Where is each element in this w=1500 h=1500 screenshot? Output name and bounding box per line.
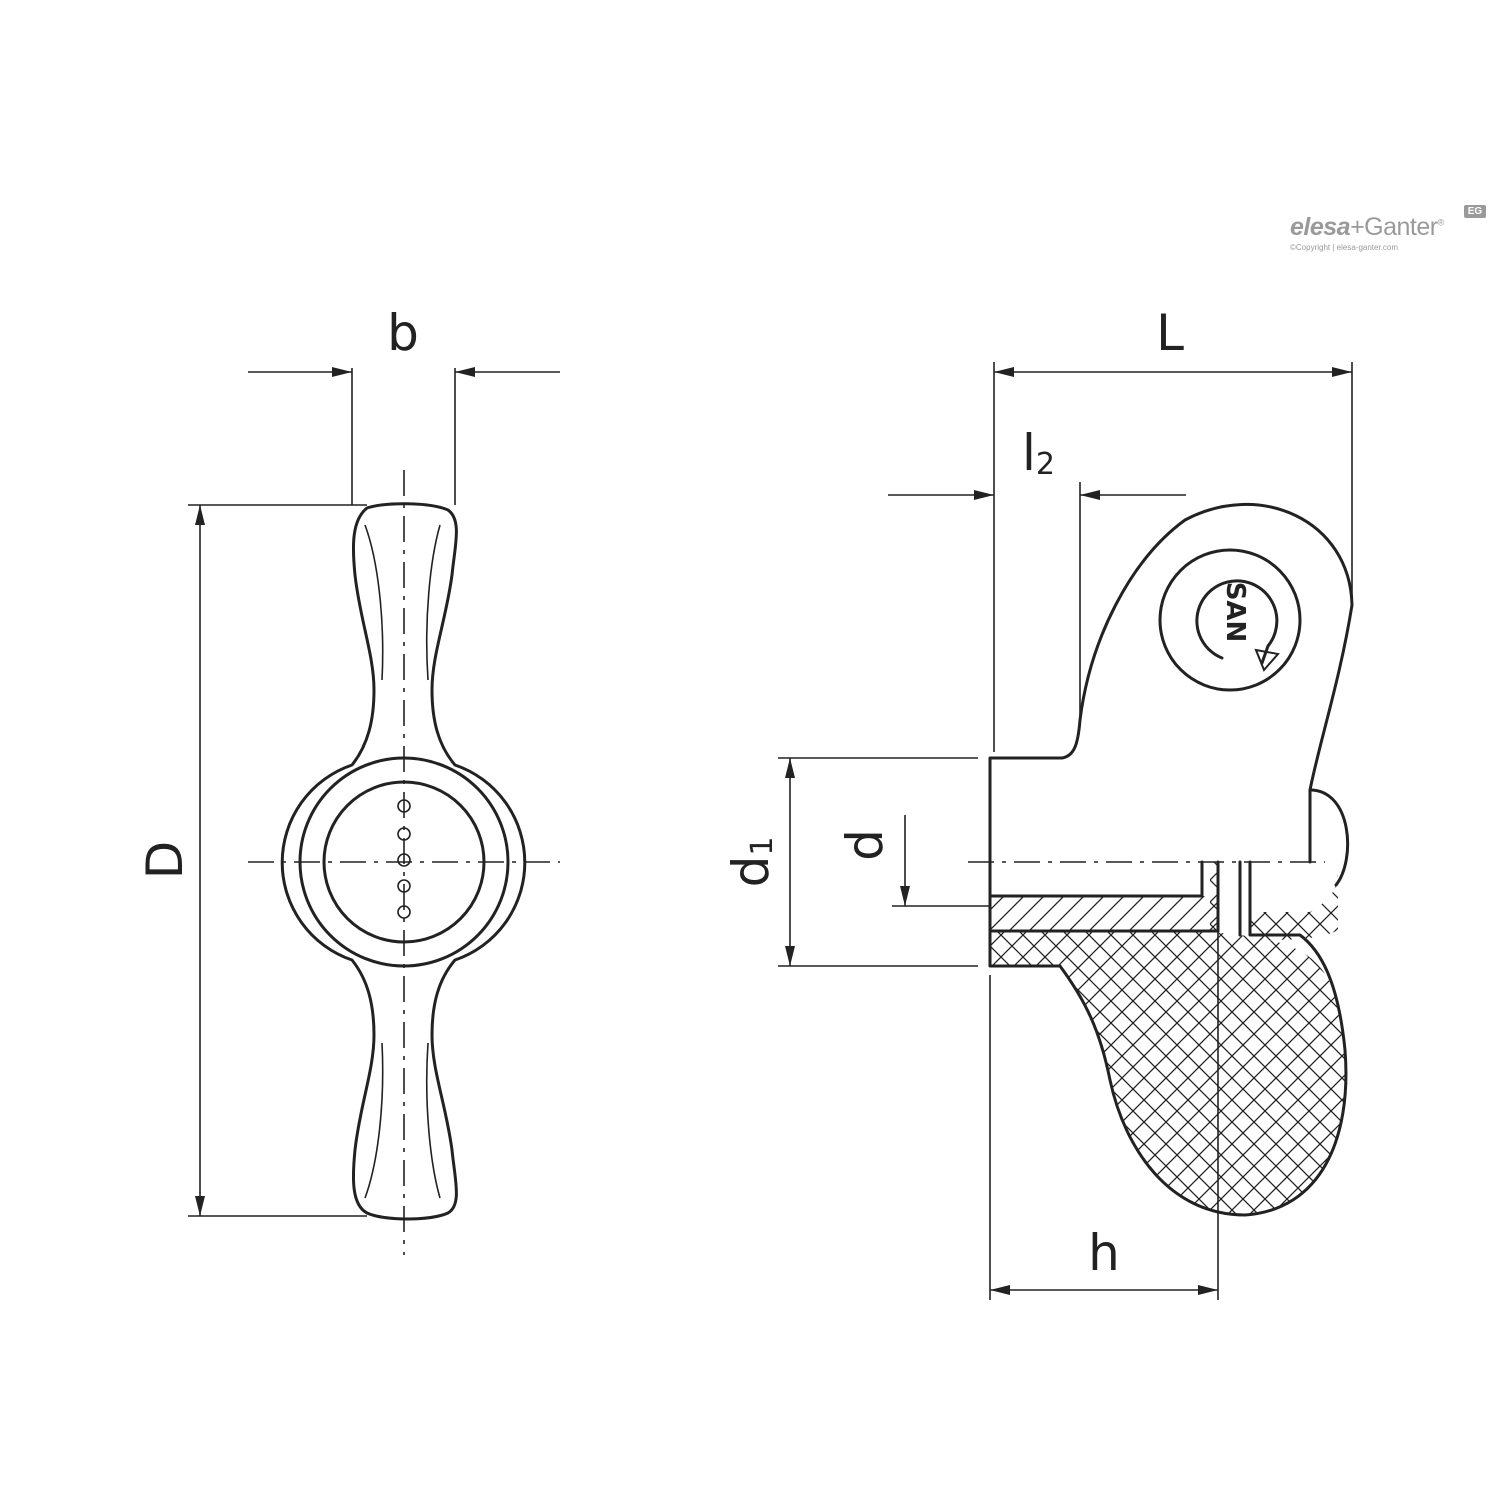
rotation-arrow xyxy=(1195,579,1279,665)
dimension-d1: d1 xyxy=(722,757,978,967)
dimension-D: D xyxy=(136,504,367,1217)
brand-ganter: +Ganter xyxy=(1350,213,1438,241)
front-wing-shading xyxy=(364,524,441,1199)
lower-wing-section xyxy=(990,862,1346,1215)
dimension-d-label: d xyxy=(836,829,894,861)
dimension-h: h xyxy=(989,975,1218,1300)
brand-logo: elesa+Ganter® EG ©Copyright | elesa-gant… xyxy=(1290,205,1500,265)
dimension-b-label: b xyxy=(387,304,419,362)
side-view: SAN L l2 xyxy=(722,304,1354,1300)
right-lobe-section xyxy=(1250,870,1338,940)
brand-elesa: elesa xyxy=(1290,213,1351,241)
dimension-L-label: L xyxy=(1156,304,1184,362)
dimension-l2: l2 xyxy=(888,424,1186,720)
material-marking-text: SAN xyxy=(1220,582,1250,643)
front-view-outline xyxy=(280,502,527,1221)
rotation-arrow-head xyxy=(1254,648,1280,672)
side-view-lower-outline xyxy=(988,860,1348,1217)
material-marking-circle xyxy=(1158,548,1302,692)
dimension-h-label: h xyxy=(1088,1224,1120,1282)
dimension-L: L xyxy=(993,304,1353,752)
thread-insert-section xyxy=(990,896,1218,931)
dimension-d1-label: d1 xyxy=(722,837,780,888)
dimension-l2-label: l2 xyxy=(1022,424,1055,482)
side-view-right-lobe xyxy=(1308,788,1350,887)
brand-badge: EG xyxy=(1464,205,1486,218)
brand-name: elesa+Ganter® xyxy=(1290,213,1444,242)
dimension-b: b xyxy=(248,304,560,505)
brand-copyright: ©Copyright | elesa-ganter.com xyxy=(1290,243,1399,252)
side-view-upper-outline xyxy=(988,503,1354,864)
dimension-d: d xyxy=(836,815,990,907)
dimension-D-label: D xyxy=(136,841,194,880)
front-view: b D xyxy=(136,304,560,1255)
material-marking: SAN xyxy=(1220,582,1250,643)
brand-trademark: ® xyxy=(1437,217,1445,228)
